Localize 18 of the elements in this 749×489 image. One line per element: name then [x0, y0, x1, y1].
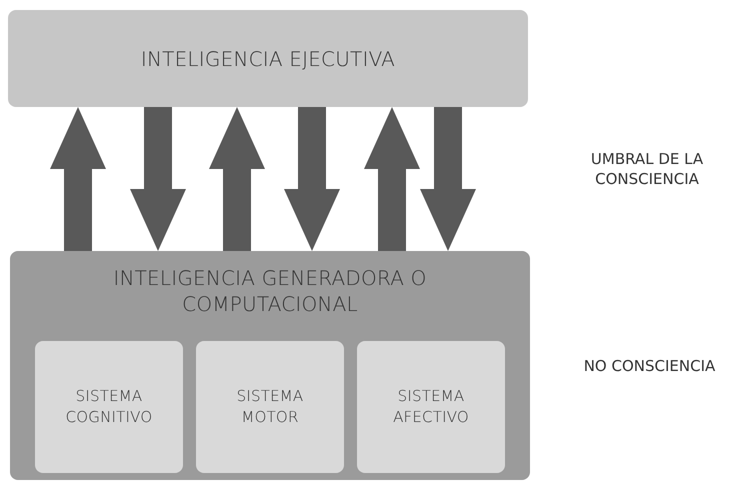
- block-arrow: [50, 107, 106, 251]
- block-arrow: [364, 107, 420, 251]
- zone-label: UMBRAL DE LA CONSCIENCIA: [590, 150, 704, 189]
- section-box: [10, 251, 530, 480]
- zone-label: NO CONSCIENCIA: [582, 357, 716, 376]
- block-arrow: [420, 107, 476, 251]
- section-box: [8, 10, 528, 107]
- block-arrow: [130, 107, 186, 251]
- subsystem-box: [196, 341, 344, 473]
- node-label: SISTEMA COGNITIVO: [64, 386, 154, 428]
- node-label: INTELIGENCIA GENERADORA O COMPUTACIONAL: [112, 265, 428, 317]
- node-label: SISTEMA MOTOR: [236, 386, 304, 428]
- block-arrow: [209, 107, 265, 251]
- node-label: SISTEMA AFECTIVO: [392, 386, 470, 428]
- subsystem-box: [357, 341, 505, 473]
- subsystem-box: [35, 341, 183, 473]
- node-label: INTELIGENCIA EJECUTIVA: [140, 46, 396, 72]
- block-arrow: [284, 107, 340, 251]
